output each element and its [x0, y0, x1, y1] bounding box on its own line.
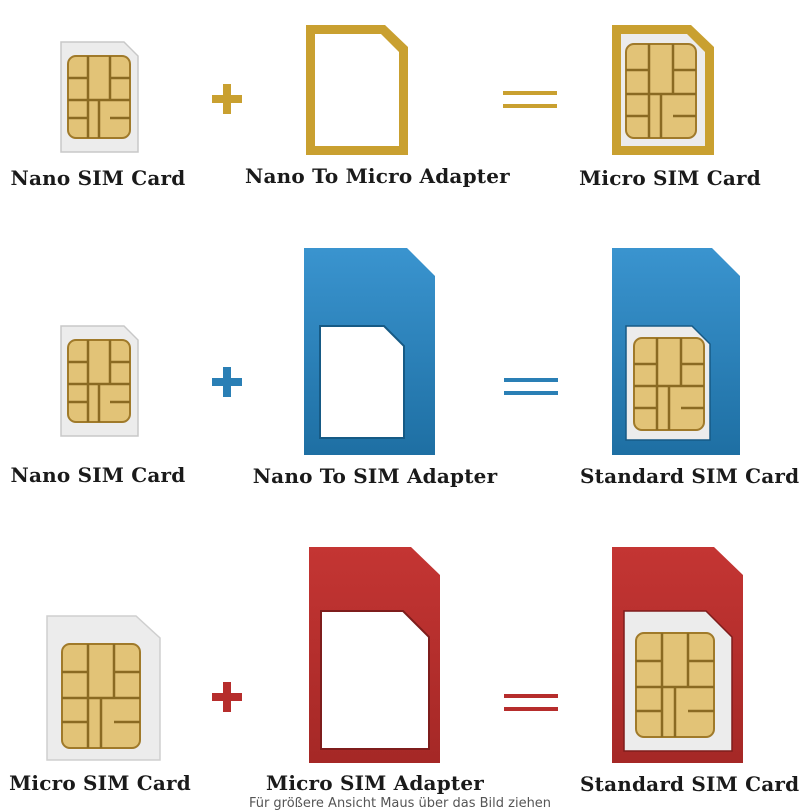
- row-2-right-label: Standard SIM Card: [580, 464, 800, 488]
- row-3-plus-icon: [210, 680, 244, 714]
- row-3-left-label: Micro SIM Card: [9, 771, 191, 795]
- gold-adapter-icon: [306, 25, 408, 155]
- sim-chip-icon: [61, 643, 141, 749]
- row-1-middle-label: Nano To Micro Adapter: [245, 164, 510, 188]
- red-adapter-icon: [309, 547, 440, 763]
- row-1-right-label: Micro SIM Card: [579, 166, 761, 190]
- standard-sim-card-icon: [612, 248, 740, 455]
- row-1-left-label: Nano SIM Card: [10, 166, 186, 190]
- row-1-plus-icon: [210, 82, 244, 116]
- micro-sim-card-icon: [612, 25, 714, 155]
- row-3-micro-sim-card: [44, 614, 162, 762]
- sim-chip-icon: [625, 43, 697, 139]
- sim-chip-icon: [635, 632, 715, 738]
- row-3-micro-sim-adapter: [307, 545, 442, 765]
- row-3-equals-icon: [504, 694, 558, 712]
- row-1-micro-sim-card: [609, 22, 717, 158]
- row-1-nano-sim-card: [58, 40, 140, 155]
- standard-sim-card-icon: [612, 547, 743, 763]
- row-1-nano-to-micro-adapter: [303, 22, 411, 158]
- row-1-equals-icon: [503, 91, 557, 109]
- row-3-middle-label: Micro SIM Adapter: [266, 771, 484, 795]
- sim-chip-icon: [67, 55, 131, 139]
- sim-chip-icon: [67, 339, 131, 423]
- row-2-standard-sim-card: [610, 246, 742, 457]
- row-2-nano-to-sim-adapter: [302, 246, 437, 457]
- sim-chip-icon: [633, 337, 705, 431]
- row-2-middle-label: Nano To SIM Adapter: [252, 464, 498, 488]
- row-2-equals-icon: [504, 378, 558, 396]
- blue-adapter-icon: [304, 248, 435, 455]
- image-caption: Für größere Ansicht Maus über das Bild z…: [248, 796, 552, 811]
- row-3-right-label: Standard SIM Card: [580, 772, 800, 796]
- row-2-left-label: Nano SIM Card: [10, 463, 186, 487]
- micro-sim-card-icon: [46, 615, 161, 761]
- row-3-standard-sim-card: [610, 545, 745, 765]
- row-2-plus-icon: [210, 365, 244, 399]
- nano-sim-card-icon: [60, 41, 139, 153]
- nano-sim-card-icon: [60, 325, 139, 437]
- row-2-nano-sim-card: [58, 324, 140, 439]
